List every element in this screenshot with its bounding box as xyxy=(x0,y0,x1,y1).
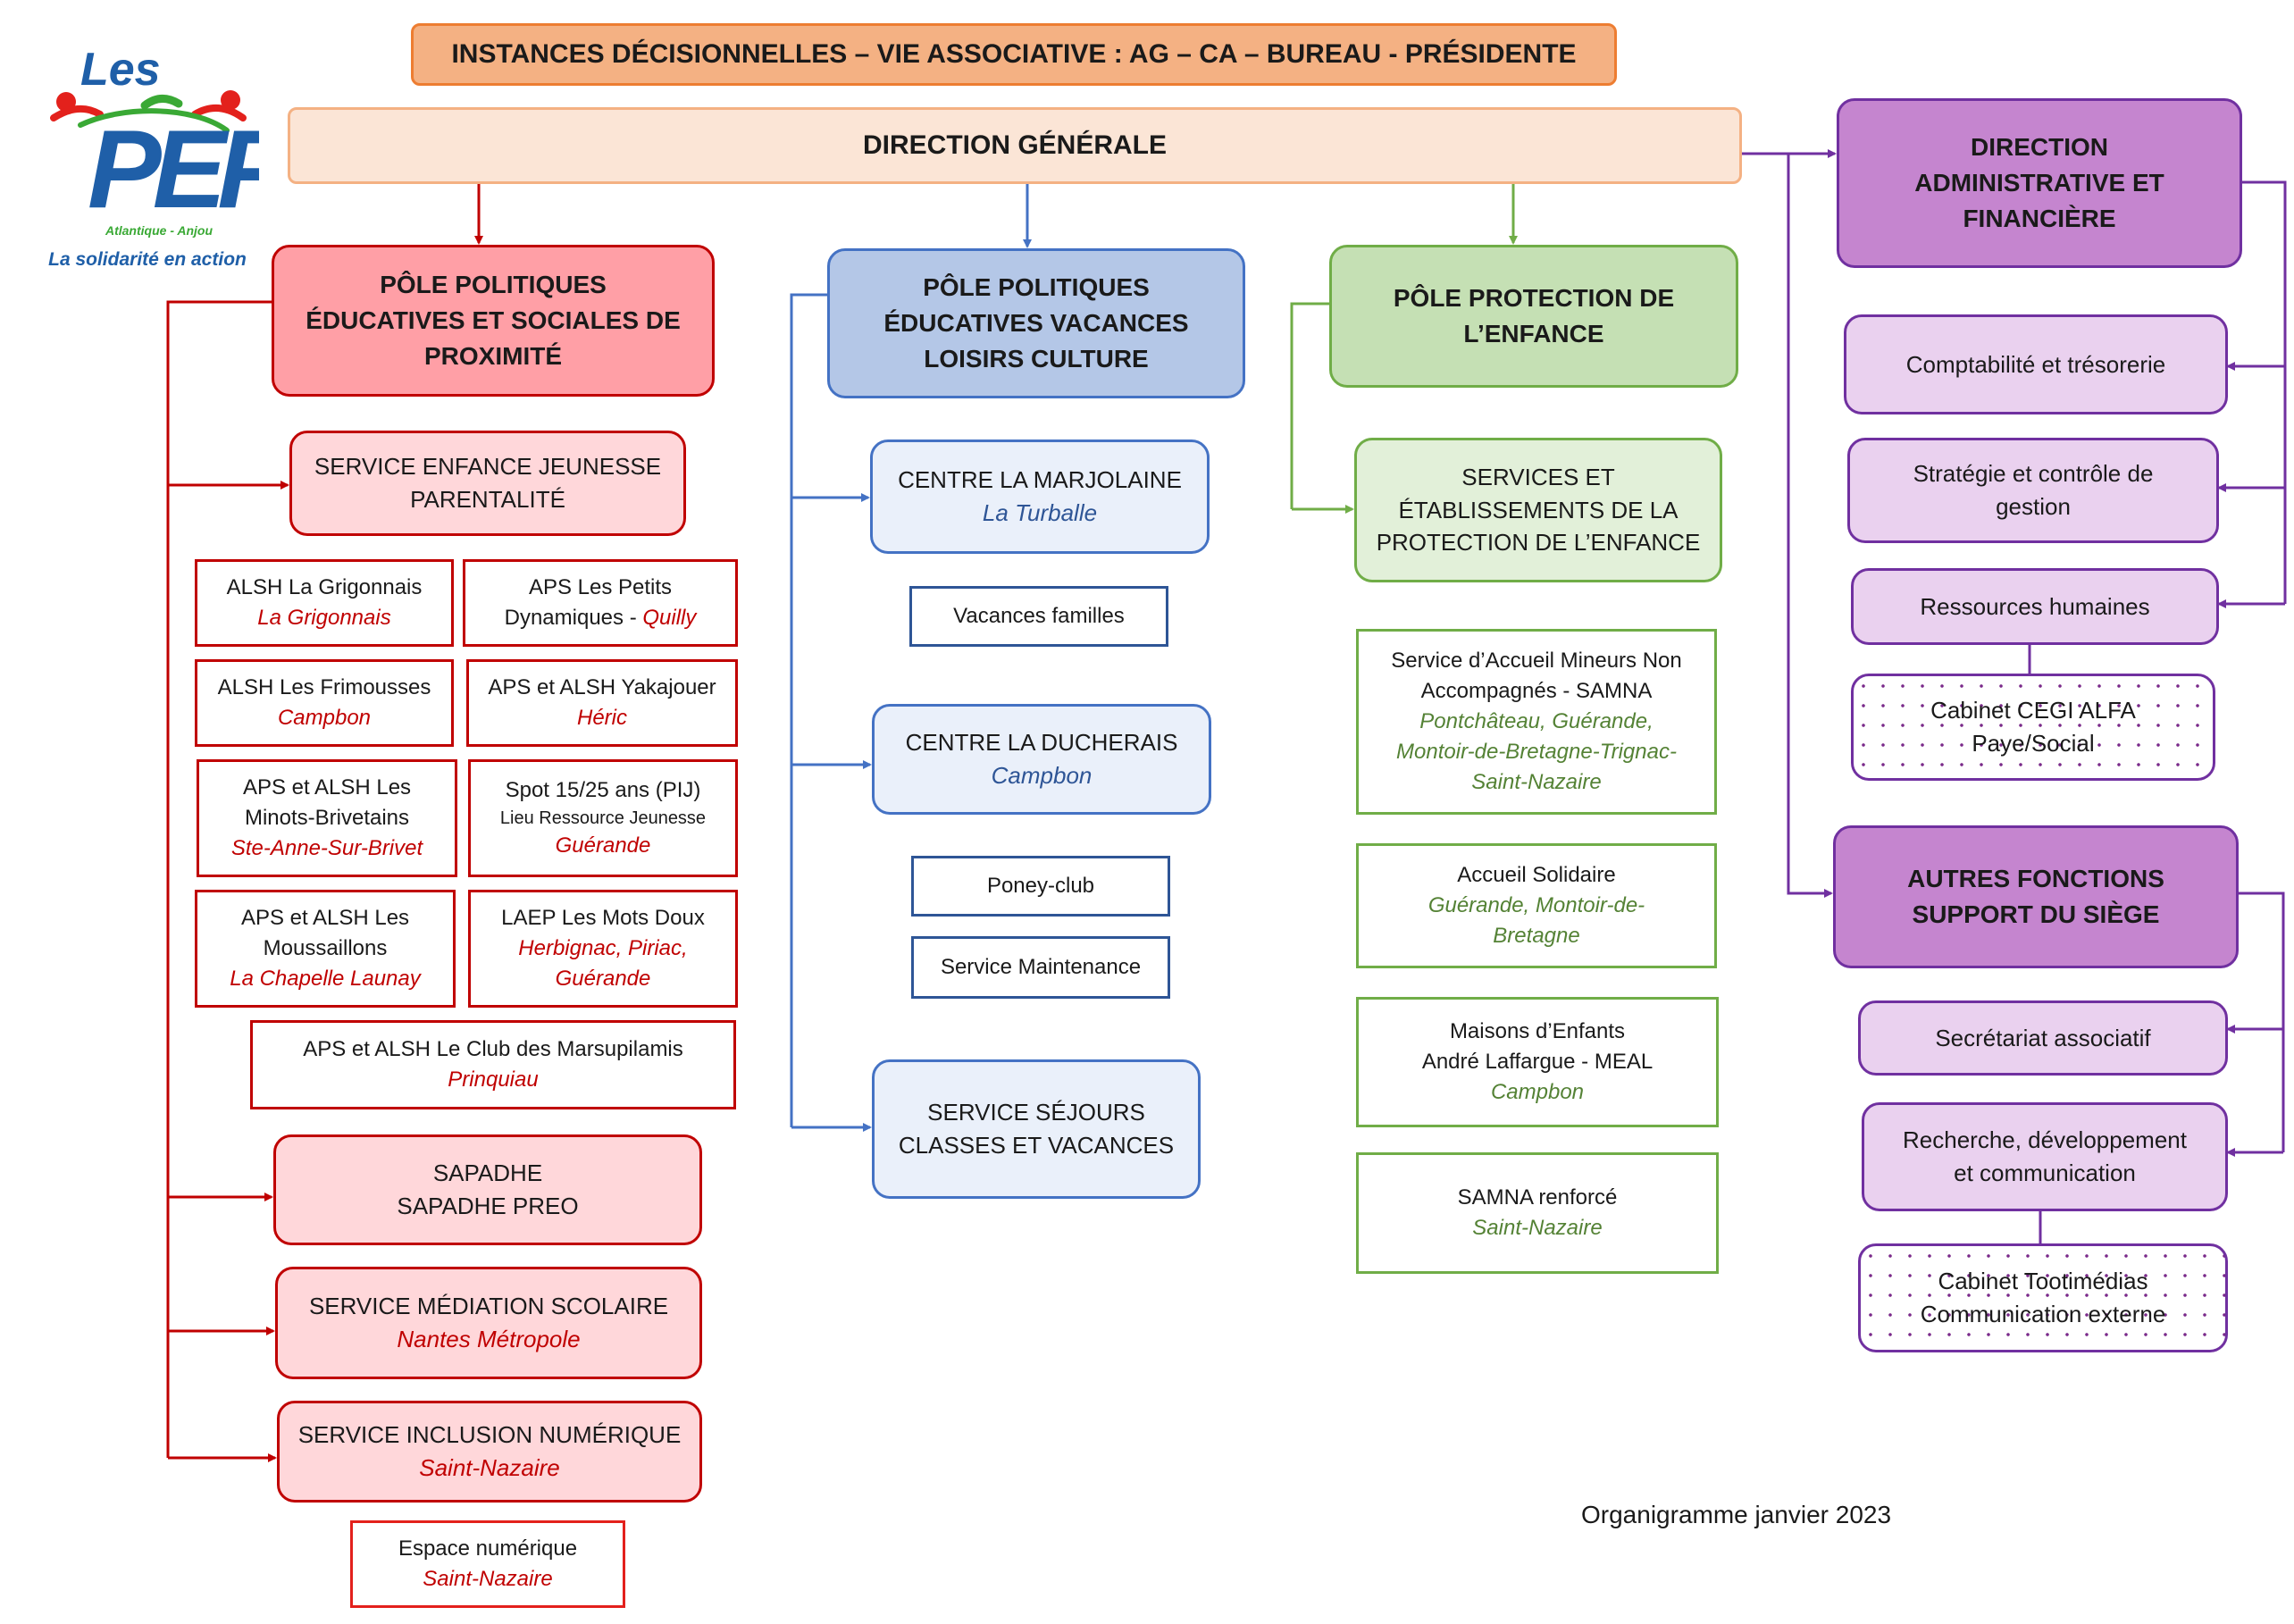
inclusion-numerique-box: SERVICE INCLUSION NUMÉRIQUE Saint-Nazair… xyxy=(277,1401,702,1503)
espace-numerique-box: Espace numérique Saint-Nazaire xyxy=(350,1520,625,1608)
accueil-solidaire-box: Accueil Solidaire Guérande, Montoir-de- … xyxy=(1356,843,1717,968)
svg-text:PEP: PEP xyxy=(88,108,259,231)
blue-branch-spine xyxy=(790,293,829,1127)
pole-vacances-box: PÔLE POLITIQUES ÉDUCATIVES VACANCES LOIS… xyxy=(827,248,1245,398)
site-box-grigonnais: ALSH La Grigonnais La Grigonnais xyxy=(195,559,454,647)
comptabilite-box: Comptabilité et trésorerie xyxy=(1844,314,2228,414)
autres-right-spine xyxy=(2237,892,2285,1152)
centre-marjolaine-box: CENTRE LA MARJOLAINE La Turballe xyxy=(870,439,1210,554)
logo-figure-red-2 xyxy=(221,90,240,110)
pole-sociales-box: PÔLE POLITIQUES ÉDUCATIVES ET SOCIALES D… xyxy=(272,245,715,397)
les-pep-logo: Les PEP Atlantique - Anjou La solidarité… xyxy=(48,44,259,270)
arrow-to-autres-fonctions xyxy=(1787,154,1833,898)
site-box-mots-doux: LAEP Les Mots Doux Herbignac, Piriac, Gu… xyxy=(468,890,738,1008)
centre-ducherais-box: CENTRE LA DUCHERAIS Campbon xyxy=(872,704,1211,815)
svg-text:Atlantique - Anjou: Atlantique - Anjou xyxy=(105,223,213,238)
direction-admin-box: DIRECTION ADMINISTRATIVE ET FINANCIÈRE xyxy=(1837,98,2242,268)
admin-right-spine xyxy=(2235,180,2287,604)
autres-fonctions-box: AUTRES FONCTIONS SUPPORT DU SIÈGE xyxy=(1833,825,2239,968)
green-branch-spine xyxy=(1290,302,1329,509)
cabinet-cegi-box: Cabinet CEGI ALFA Paye/Social xyxy=(1851,674,2215,781)
red-branch-spine xyxy=(166,300,272,1458)
cabinet-tootimedias-box: Cabinet Tootimédias Communication extern… xyxy=(1858,1243,2228,1352)
site-box-yakajouer: APS et ALSH Yakajouer Héric xyxy=(466,659,738,747)
svg-text:La solidarité en action: La solidarité en action xyxy=(48,249,247,270)
site-box-moussaillons: APS et ALSH Les Moussaillons La Chapelle… xyxy=(195,890,456,1008)
pole-protection-box: PÔLE PROTECTION DE L’ENFANCE xyxy=(1329,245,1738,388)
mediation-scolaire-box: SERVICE MÉDIATION SCOLAIRE Nantes Métrop… xyxy=(275,1267,702,1379)
maisons-enfants-box: Maisons d’Enfants André Laffargue - MEAL… xyxy=(1356,997,1719,1127)
instances-decisionnelles-box: INSTANCES DÉCISIONNELLES – VIE ASSOCIATI… xyxy=(411,23,1617,86)
service-enfance-box: SERVICE ENFANCE JEUNESSE PARENTALITÉ xyxy=(289,431,686,536)
organigramme-caption: Organigramme janvier 2023 xyxy=(1581,1501,1892,1528)
samna-renforce-box: SAMNA renforcé Saint-Nazaire xyxy=(1356,1152,1719,1274)
vacances-familles-box: Vacances familles xyxy=(909,586,1168,647)
instances-label: INSTANCES DÉCISIONNELLES – VIE ASSOCIATI… xyxy=(451,38,1577,69)
secretariat-box: Secrétariat associatif xyxy=(1858,1000,2228,1076)
service-maintenance-box: Service Maintenance xyxy=(911,936,1170,999)
site-box-minots-brivetains: APS et ALSH Les Minots-Brivetains Ste-An… xyxy=(197,759,457,877)
direction-generale-box: DIRECTION GÉNÉRALE xyxy=(288,107,1742,184)
strategie-box: Stratégie et contrôle de gestion xyxy=(1847,438,2219,543)
ressources-humaines-box: Ressources humaines xyxy=(1851,568,2219,645)
svg-text:Les: Les xyxy=(80,44,161,96)
recherche-box: Recherche, développement et communicatio… xyxy=(1862,1102,2228,1211)
site-box-marsupilamis: APS et ALSH Le Club des Marsupilamis Pri… xyxy=(250,1020,736,1109)
sapadhe-box: SAPADHE SAPADHE PREO xyxy=(273,1134,702,1245)
site-box-frimousses: ALSH Les Frimousses Campbon xyxy=(195,659,454,747)
site-box-petits-dynamiques: APS Les Petits Dynamiques - Quilly xyxy=(463,559,738,647)
services-protection-box: SERVICES ET ÉTABLISSEMENTS DE LA PROTECT… xyxy=(1354,438,1722,582)
direction-generale-label: DIRECTION GÉNÉRALE xyxy=(862,130,1168,160)
site-box-spot-1525: Spot 15/25 ans (PIJ) Lieu Ressource Jeun… xyxy=(468,759,738,877)
service-sejours-box: SERVICE SÉJOURS CLASSES ET VACANCES xyxy=(872,1059,1201,1199)
poney-club-box: Poney-club xyxy=(911,856,1170,917)
samna-box: Service d’Accueil Mineurs Non Accompagné… xyxy=(1356,629,1717,815)
